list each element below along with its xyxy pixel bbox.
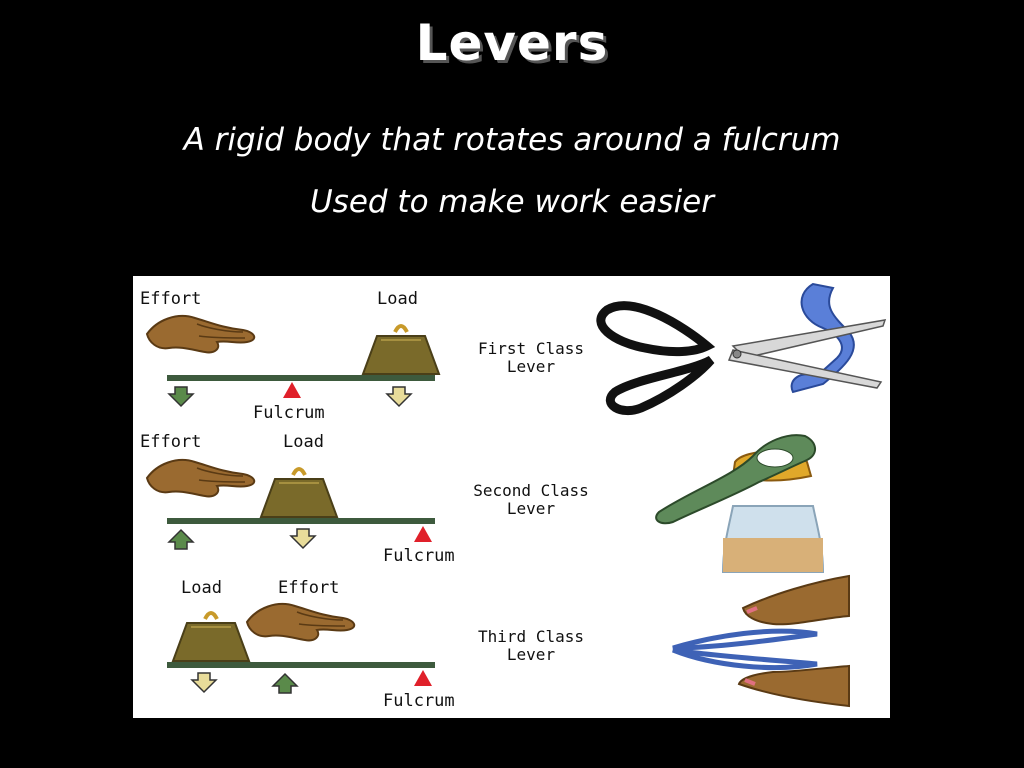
class-label-line2: Lever [506,499,556,518]
first-fulcrum-label: Fulcrum [253,403,325,423]
weight-icon [259,467,339,519]
third-effort-label: Effort [278,578,340,598]
third-load-label: Load [181,578,222,598]
tweezers-icon [672,574,850,708]
hand-icon [246,602,356,642]
load-arrow-down-icon [191,672,217,693]
second-effort-label: Effort [140,432,202,452]
class-label-line2: Lever [506,357,556,376]
effort-arrow-up-icon [168,529,194,550]
load-arrow-down-icon [386,386,412,407]
lever-beam [167,375,435,381]
effort-arrow-up-icon [272,673,298,694]
first-effort-label: Effort [140,289,202,309]
first-class-lever-label: First Class Lever [461,340,601,376]
weight-icon [361,324,441,376]
second-class-lever-label: Second Class Lever [461,482,601,518]
class-label-line1: First Class [478,339,584,358]
lever-diagram-graphics [146,282,887,708]
effort-arrow-down-icon [168,386,194,407]
slide-title: Levers [415,14,609,72]
first-class-lever-diagram [146,314,441,407]
first-load-label: Load [377,289,418,309]
second-class-lever-diagram [146,458,435,550]
second-load-label: Load [283,432,324,452]
bottle-opener-icon [655,434,825,573]
lever-classes-figure: Effort Load Fulcrum First Class Lever Ef… [133,276,890,718]
fulcrum-icon [283,382,301,398]
fulcrum-icon [414,670,432,686]
weight-icon [171,611,251,663]
class-label-line1: Second Class [473,481,589,500]
slide-subtitle-purpose: Used to make work easier [309,184,714,220]
class-label-line2: Lever [506,645,556,664]
hand-icon [146,458,256,498]
class-label-line1: Third Class [478,627,584,646]
slide-subtitle-definition: A rigid body that rotates around a fulcr… [183,122,841,158]
second-fulcrum-label: Fulcrum [383,546,455,566]
lever-beam [167,662,435,668]
third-fulcrum-label: Fulcrum [383,691,455,711]
fulcrum-icon [414,526,432,542]
lever-beam [167,518,435,524]
hand-icon [146,314,256,354]
scissors-icon [596,282,887,416]
third-class-lever-diagram [167,602,435,694]
load-arrow-down-icon [290,528,316,549]
third-class-lever-label: Third Class Lever [461,628,601,664]
